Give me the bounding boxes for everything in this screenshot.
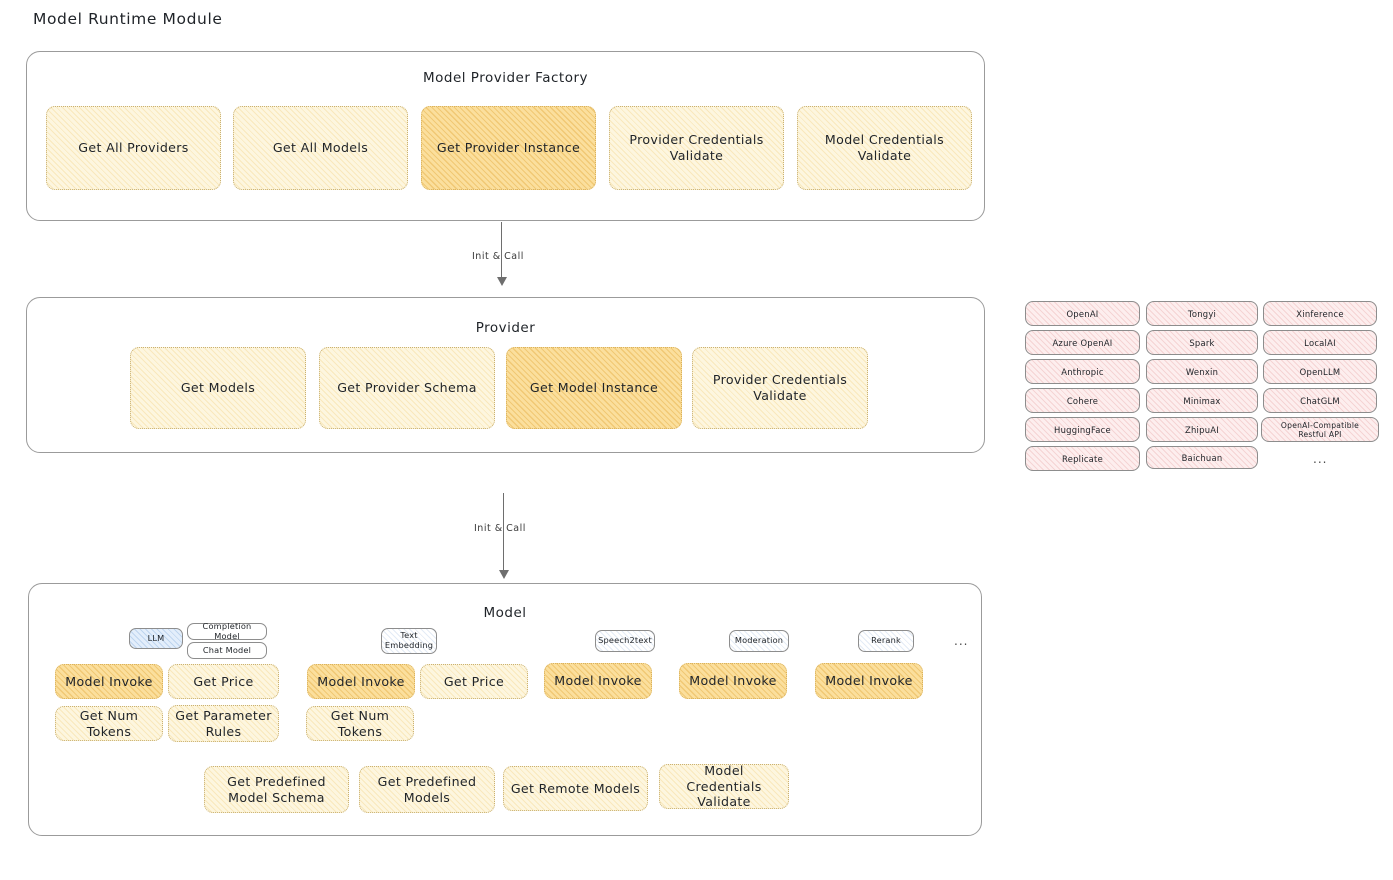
model-box-llm-model-invoke[interactable]: Model Invoke: [55, 664, 163, 699]
arrow-provider-to-model-head: [499, 570, 509, 579]
model-box-text-embedding-get-num-tokens[interactable]: Get Num Tokens: [306, 706, 414, 741]
provider-chip-localai[interactable]: LocalAI: [1263, 330, 1377, 355]
provider-chip-zhipuai[interactable]: ZhipuAI: [1146, 417, 1258, 442]
model-box-get-remote-models[interactable]: Get Remote Models: [503, 766, 648, 811]
provider-chip-cohere[interactable]: Cohere: [1025, 388, 1140, 413]
model-subtype-badge-completion-model[interactable]: Completion Model: [187, 621, 267, 640]
model-box-llm-get-num-tokens[interactable]: Get Num Tokens: [55, 706, 163, 741]
provider-box-get-model-instance[interactable]: Get Model Instance: [506, 347, 682, 429]
factory-title: Model Provider Factory: [422, 70, 588, 86]
model-types-more-ellipsis: ...: [954, 634, 969, 648]
model-box-model-credentials-validate[interactable]: Model Credentials Validate: [659, 763, 789, 809]
model-type-badge-rerank[interactable]: Rerank: [858, 630, 914, 652]
provider-chip-chatglm[interactable]: ChatGLM: [1263, 388, 1377, 413]
arrow-provider-to-model-line: [503, 493, 505, 573]
provider-chip-anthropic[interactable]: Anthropic: [1025, 359, 1140, 384]
model-box-moderation-model-invoke[interactable]: Model Invoke: [679, 663, 787, 699]
factory-box-get-all-providers[interactable]: Get All Providers: [46, 106, 221, 190]
page-title: Model Runtime Module: [33, 10, 223, 28]
model-box-llm-get-price[interactable]: Get Price: [168, 664, 279, 699]
provider-chip-minimax[interactable]: Minimax: [1146, 388, 1258, 413]
provider-chip-tongyi[interactable]: Tongyi: [1146, 301, 1258, 326]
model-box-text-embedding-model-invoke[interactable]: Model Invoke: [307, 664, 415, 699]
factory-box-get-all-models[interactable]: Get All Models: [233, 106, 408, 190]
model-title: Model: [483, 605, 527, 621]
model-type-badge-moderation[interactable]: Moderation: [729, 630, 789, 652]
model-box-llm-get-parameter-rules[interactable]: Get Parameter Rules: [168, 705, 279, 742]
provider-title: Provider: [475, 320, 536, 336]
provider-chip-xinference[interactable]: Xinference: [1263, 301, 1377, 326]
provider-list-more-ellipsis: ...: [1313, 452, 1328, 466]
arrow-factory-to-provider-head: [497, 277, 507, 286]
provider-chip-openai-compatible-restful-api[interactable]: OpenAI-Compatible Restful API: [1261, 417, 1379, 442]
provider-chip-spark[interactable]: Spark: [1146, 330, 1258, 355]
model-box-text-embedding-get-price[interactable]: Get Price: [420, 664, 528, 699]
arrow-provider-to-model-label: Init & Call: [474, 523, 526, 534]
arrow-factory-to-provider-label: Init & Call: [472, 251, 524, 262]
provider-chip-wenxin[interactable]: Wenxin: [1146, 359, 1258, 384]
provider-panel: Provider Get Models Get Provider Schema …: [26, 297, 998, 466]
arrow-factory-to-provider-line: [501, 222, 503, 280]
model-box-get-predefined-model-schema[interactable]: Get Predefined Model Schema: [204, 766, 349, 813]
model-panel: Model LLM Completion Model Chat Model Te…: [28, 583, 991, 849]
model-subtype-badge-chat-model[interactable]: Chat Model: [187, 642, 267, 659]
factory-box-get-provider-instance[interactable]: Get Provider Instance: [421, 106, 596, 190]
model-type-badge-text-embedding[interactable]: Text Embedding: [381, 628, 437, 654]
model-box-speech2text-model-invoke[interactable]: Model Invoke: [544, 663, 652, 699]
model-box-rerank-model-invoke[interactable]: Model Invoke: [815, 663, 923, 699]
provider-box-get-models[interactable]: Get Models: [130, 347, 306, 429]
provider-chip-replicate[interactable]: Replicate: [1025, 446, 1140, 471]
factory-box-provider-credentials-validate[interactable]: Provider Credentials Validate: [609, 106, 784, 190]
factory-box-model-credentials-validate[interactable]: Model Credentials Validate: [797, 106, 972, 190]
provider-chip-huggingface[interactable]: HuggingFace: [1025, 417, 1140, 442]
provider-box-provider-credentials-validate[interactable]: Provider Credentials Validate: [692, 347, 868, 429]
model-type-badge-llm[interactable]: LLM: [129, 628, 183, 649]
provider-chip-openllm[interactable]: OpenLLM: [1263, 359, 1377, 384]
provider-box-get-provider-schema[interactable]: Get Provider Schema: [319, 347, 495, 429]
provider-chip-openai[interactable]: OpenAI: [1025, 301, 1140, 326]
model-box-get-predefined-models[interactable]: Get Predefined Models: [359, 766, 495, 813]
provider-chip-baichuan[interactable]: Baichuan: [1146, 446, 1258, 469]
model-provider-factory-panel: Model Provider Factory Get All Providers…: [26, 51, 985, 221]
model-type-badge-speech2text[interactable]: Speech2text: [595, 630, 655, 652]
provider-chip-azure-openai[interactable]: Azure OpenAI: [1025, 330, 1140, 355]
